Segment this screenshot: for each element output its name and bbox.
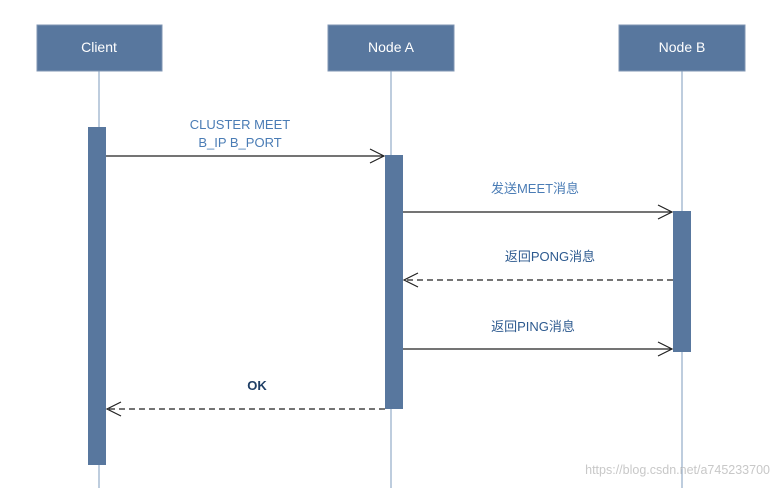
message-return-ping: 返回PING消息 [403,319,674,357]
message-cluster-meet: CLUSTER MEET B_IP B_PORT [106,117,386,164]
watermark-text: https://blog.csdn.net/a745233700 [585,463,770,477]
message-ok-arrow-icon [105,401,122,417]
message-return-pong-arrow-icon [402,272,419,288]
node-a-activation-bar [385,155,403,409]
actor-node-b-box [618,24,746,72]
message-cluster-meet-label-line1: CLUSTER MEET [190,117,290,132]
actor-node-a-label: Node A [368,39,415,55]
message-return-pong-label: 返回PONG消息 [505,249,595,264]
message-return-pong: 返回PONG消息 [402,249,673,288]
client-activation-bar [88,127,106,465]
actor-node-a: Node A [327,24,455,72]
message-ok-label: OK [247,378,267,393]
message-ok: OK [105,378,385,417]
message-send-meet-arrow-icon [657,204,674,220]
message-cluster-meet-label-line2: B_IP B_PORT [198,135,281,150]
actor-node-b: Node B [618,24,746,72]
message-send-meet-label: 发送MEET消息 [491,181,579,196]
actor-node-a-box [327,24,455,72]
node-b-activation-bar [673,211,691,352]
message-return-ping-label: 返回PING消息 [491,319,575,334]
message-send-meet: 发送MEET消息 [403,181,674,220]
actor-client-label: Client [81,39,117,55]
message-cluster-meet-arrow-icon [369,148,386,164]
actor-client-box [36,24,163,72]
actor-node-b-label: Node B [659,39,706,55]
actor-client: Client [36,24,163,72]
message-return-ping-arrow-icon [657,341,674,357]
